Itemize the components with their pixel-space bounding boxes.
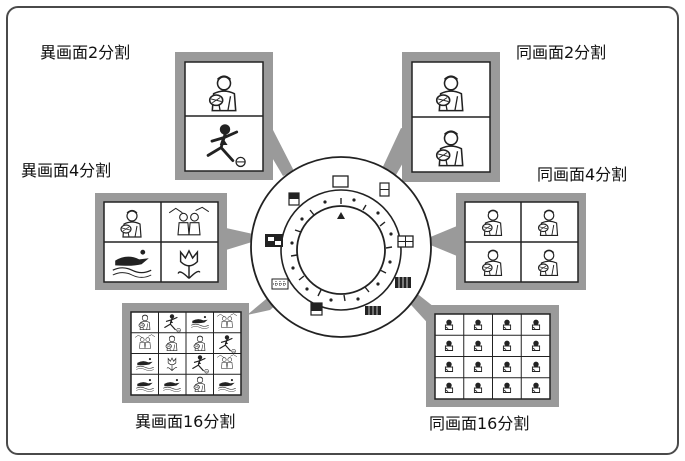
single-screen-icon[interactable] [332, 175, 349, 188]
panel-diff-4 [95, 193, 227, 290]
same-4-mode-icon[interactable] [397, 235, 414, 248]
diff-16-mode-icon[interactable] [271, 278, 289, 290]
panel-same-4 [456, 193, 586, 290]
triangle-indicator-icon [337, 212, 345, 219]
label-same-16: 同画面16分割 [429, 414, 530, 433]
wide-mode-icon[interactable] [365, 306, 381, 315]
same-2-mode-icon[interactable] [379, 182, 390, 197]
panel-diff-16 [122, 303, 249, 403]
label-diff-16: 異画面16分割 [135, 412, 236, 431]
dial-mode-icons [265, 175, 414, 316]
label-diff-4: 異画面4分割 [21, 161, 112, 180]
diagram-frame [6, 6, 679, 455]
connector-same-4 [428, 226, 457, 256]
panel-diff-2 [175, 52, 273, 180]
label-same-2: 同画面2分割 [516, 43, 607, 62]
connector-diff-4 [226, 228, 253, 250]
label-diff-2: 異画面2分割 [40, 43, 131, 62]
dial-dots [290, 198, 393, 302]
dial-ticks [290, 198, 393, 302]
panel-same-2 [402, 52, 500, 182]
diff-2-mode-icon[interactable] [288, 192, 300, 206]
diff-4-mode-icon[interactable] [265, 234, 283, 247]
same-16-mode-icon[interactable] [395, 277, 411, 288]
single-black-mode-icon[interactable] [310, 302, 323, 316]
panel-same-16 [426, 305, 559, 407]
mode-dial[interactable] [250, 156, 432, 338]
label-same-4: 同画面4分割 [537, 165, 628, 184]
